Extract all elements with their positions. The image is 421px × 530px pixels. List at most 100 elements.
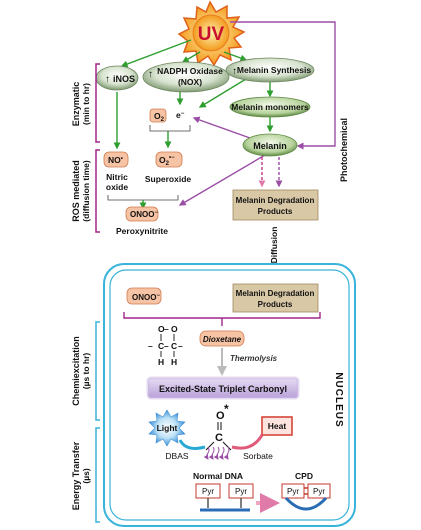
nucleus-onoo-node: ONOO−: [126, 287, 162, 305]
svg-text:O2: O2: [154, 111, 165, 123]
electron-label: e−: [176, 110, 185, 120]
nitric-oxide-line2: oxide: [106, 182, 128, 192]
svg-text:O: O: [171, 324, 178, 334]
nox-label-line2: (NOX): [178, 77, 202, 87]
light-burst-icon: Light: [148, 409, 186, 447]
cpd-label: CPD: [295, 471, 313, 481]
svg-text:O2•−: O2•−: [159, 155, 175, 167]
superoxide-node: O2•− Superoxide: [145, 151, 192, 184]
diffusion-label: Diffusion: [269, 227, 279, 264]
onoo-node: ONOO− Peroxynitrite: [116, 206, 168, 236]
dioxetane-structure: O – O – C – C – H H: [148, 324, 183, 367]
top-purple-arrows: [178, 21, 336, 206]
nucleus-bracket: [123, 312, 321, 319]
photochemical-label: Photochemical: [339, 118, 349, 182]
no-node: NO• Nitric oxide: [103, 151, 129, 192]
svg-text:↑: ↑: [148, 69, 153, 80]
svg-text:O: O: [216, 410, 225, 422]
svg-text:NUCLEUS: NUCLEUS: [333, 372, 344, 427]
svg-text:Photochemical: Photochemical: [339, 118, 349, 182]
melanin-degradation-box: Melanin Degradation Products: [232, 189, 319, 221]
mdp-label-line1: Melanin Degradation: [236, 196, 315, 205]
triplet-carbonyl-box: Excited-State Triplet Carbonyl: [146, 376, 300, 400]
nucleus-label: NUCLEUS: [333, 372, 344, 427]
dbas-label: DBAS: [165, 451, 188, 461]
inos-oval: ↑ iNOS: [95, 65, 139, 91]
sorbate-curved-arrow: [231, 434, 264, 450]
svg-text:ROS mediated: ROS mediated: [71, 160, 81, 222]
svg-text:(µs to hr): (µs to hr): [81, 353, 91, 390]
svg-text:Energy Transfer: Energy Transfer: [71, 441, 81, 510]
mdp-label-line2: Products: [258, 207, 293, 216]
o2-node: O2: [149, 108, 167, 123]
svg-text:*: *: [224, 402, 229, 416]
svg-text:Products: Products: [258, 300, 293, 309]
melanin-monomers-label: Melanin monomers: [231, 102, 309, 112]
melanin-synthesis-oval: ↑ Melanin Synthesis: [225, 57, 315, 83]
inos-label: iNOS: [113, 74, 135, 84]
heat-label: Heat: [268, 421, 287, 431]
dioxetane-node: Dioxetane: [199, 330, 245, 347]
sorbate-label: Sorbate: [243, 451, 273, 461]
melanin-label: Melanin: [253, 141, 287, 151]
superoxide-label: Superoxide: [145, 174, 192, 184]
heat-box: Heat: [261, 416, 293, 436]
melanin-synthesis-label: Melanin Synthesis: [237, 65, 311, 75]
svg-text:H: H: [171, 357, 177, 367]
melanin-monomers-oval: Melanin monomers: [229, 96, 311, 118]
cpd-structure: Pyr Pyr: [281, 483, 331, 511]
ros-bracket: [107, 195, 179, 201]
carbonyl-group: O * C: [205, 402, 232, 451]
svg-text:NO•: NO•: [108, 155, 123, 165]
wavy-uv-arrows: [203, 446, 230, 460]
svg-text:–: –: [164, 341, 169, 351]
svg-text:O: O: [158, 324, 165, 334]
svg-text:Melanin Degradation: Melanin Degradation: [236, 289, 315, 298]
nucleus-boundary: [103, 263, 356, 527]
svg-text:Pyr: Pyr: [202, 487, 214, 496]
peroxynitrite-label: Peroxynitrite: [116, 226, 168, 236]
melanin-oval: Melanin: [242, 133, 298, 157]
nitric-oxide-line1: Nitric: [106, 172, 128, 182]
ros-mediated-label: ROS mediated (diffusion time): [71, 149, 100, 233]
svg-text:ONOO−: ONOO−: [130, 210, 158, 219]
uv-sun-icon: UV: [177, 0, 246, 67]
svg-text:↑: ↑: [232, 66, 237, 77]
svg-text:C: C: [171, 341, 177, 351]
svg-text:H: H: [158, 357, 164, 367]
dbas-curved-arrow: [178, 439, 206, 450]
light-label: Light: [157, 423, 178, 433]
svg-text:Diffusion: Diffusion: [269, 227, 279, 264]
top-green-arrows: [113, 39, 274, 150]
chemiexcitation-label: Chemiexcitation (µs to hr): [71, 321, 100, 421]
thermolysis-label: Thermolysis: [230, 354, 278, 363]
svg-text:–: –: [148, 341, 153, 351]
svg-text:–: –: [178, 341, 183, 351]
svg-text:Excited-State Triplet Carbonyl: Excited-State Triplet Carbonyl: [159, 384, 287, 394]
svg-text:Pyr: Pyr: [235, 487, 247, 496]
svg-text:Dioxetane: Dioxetane: [203, 335, 242, 344]
svg-text:e−: e−: [176, 110, 185, 120]
svg-text:C: C: [158, 341, 164, 351]
normal-dna-label: Normal DNA: [193, 471, 243, 481]
svg-text:Enzymatic: Enzymatic: [71, 82, 81, 127]
uv-label: UV: [198, 24, 225, 45]
svg-text:↑: ↑: [105, 74, 110, 85]
o2-bracket: [149, 125, 191, 132]
svg-text:(min to hr): (min to hr): [81, 83, 91, 125]
svg-text:(µs): (µs): [81, 468, 91, 483]
nox-oval: ↑ NADPH Oxidase (NOX): [142, 61, 230, 93]
svg-text:Chemiexcitation: Chemiexcitation: [71, 336, 81, 406]
normal-dna-structure: Pyr Pyr: [195, 483, 254, 512]
nox-label-line1: NADPH Oxidase: [157, 66, 223, 76]
svg-text:(diffusion time): (diffusion time): [81, 160, 91, 222]
svg-text:ONOO−: ONOO−: [132, 293, 160, 302]
svg-text:Pyr: Pyr: [287, 487, 299, 496]
svg-text:Pyr: Pyr: [313, 487, 325, 496]
energy-transfer-label: Energy Transfer (µs): [71, 427, 100, 523]
svg-text:–: –: [164, 324, 169, 334]
enzymatic-label: Enzymatic (min to hr): [71, 63, 100, 143]
svg-text:C: C: [215, 432, 223, 444]
nucleus-mdp-box: Melanin Degradation Products: [232, 283, 319, 313]
